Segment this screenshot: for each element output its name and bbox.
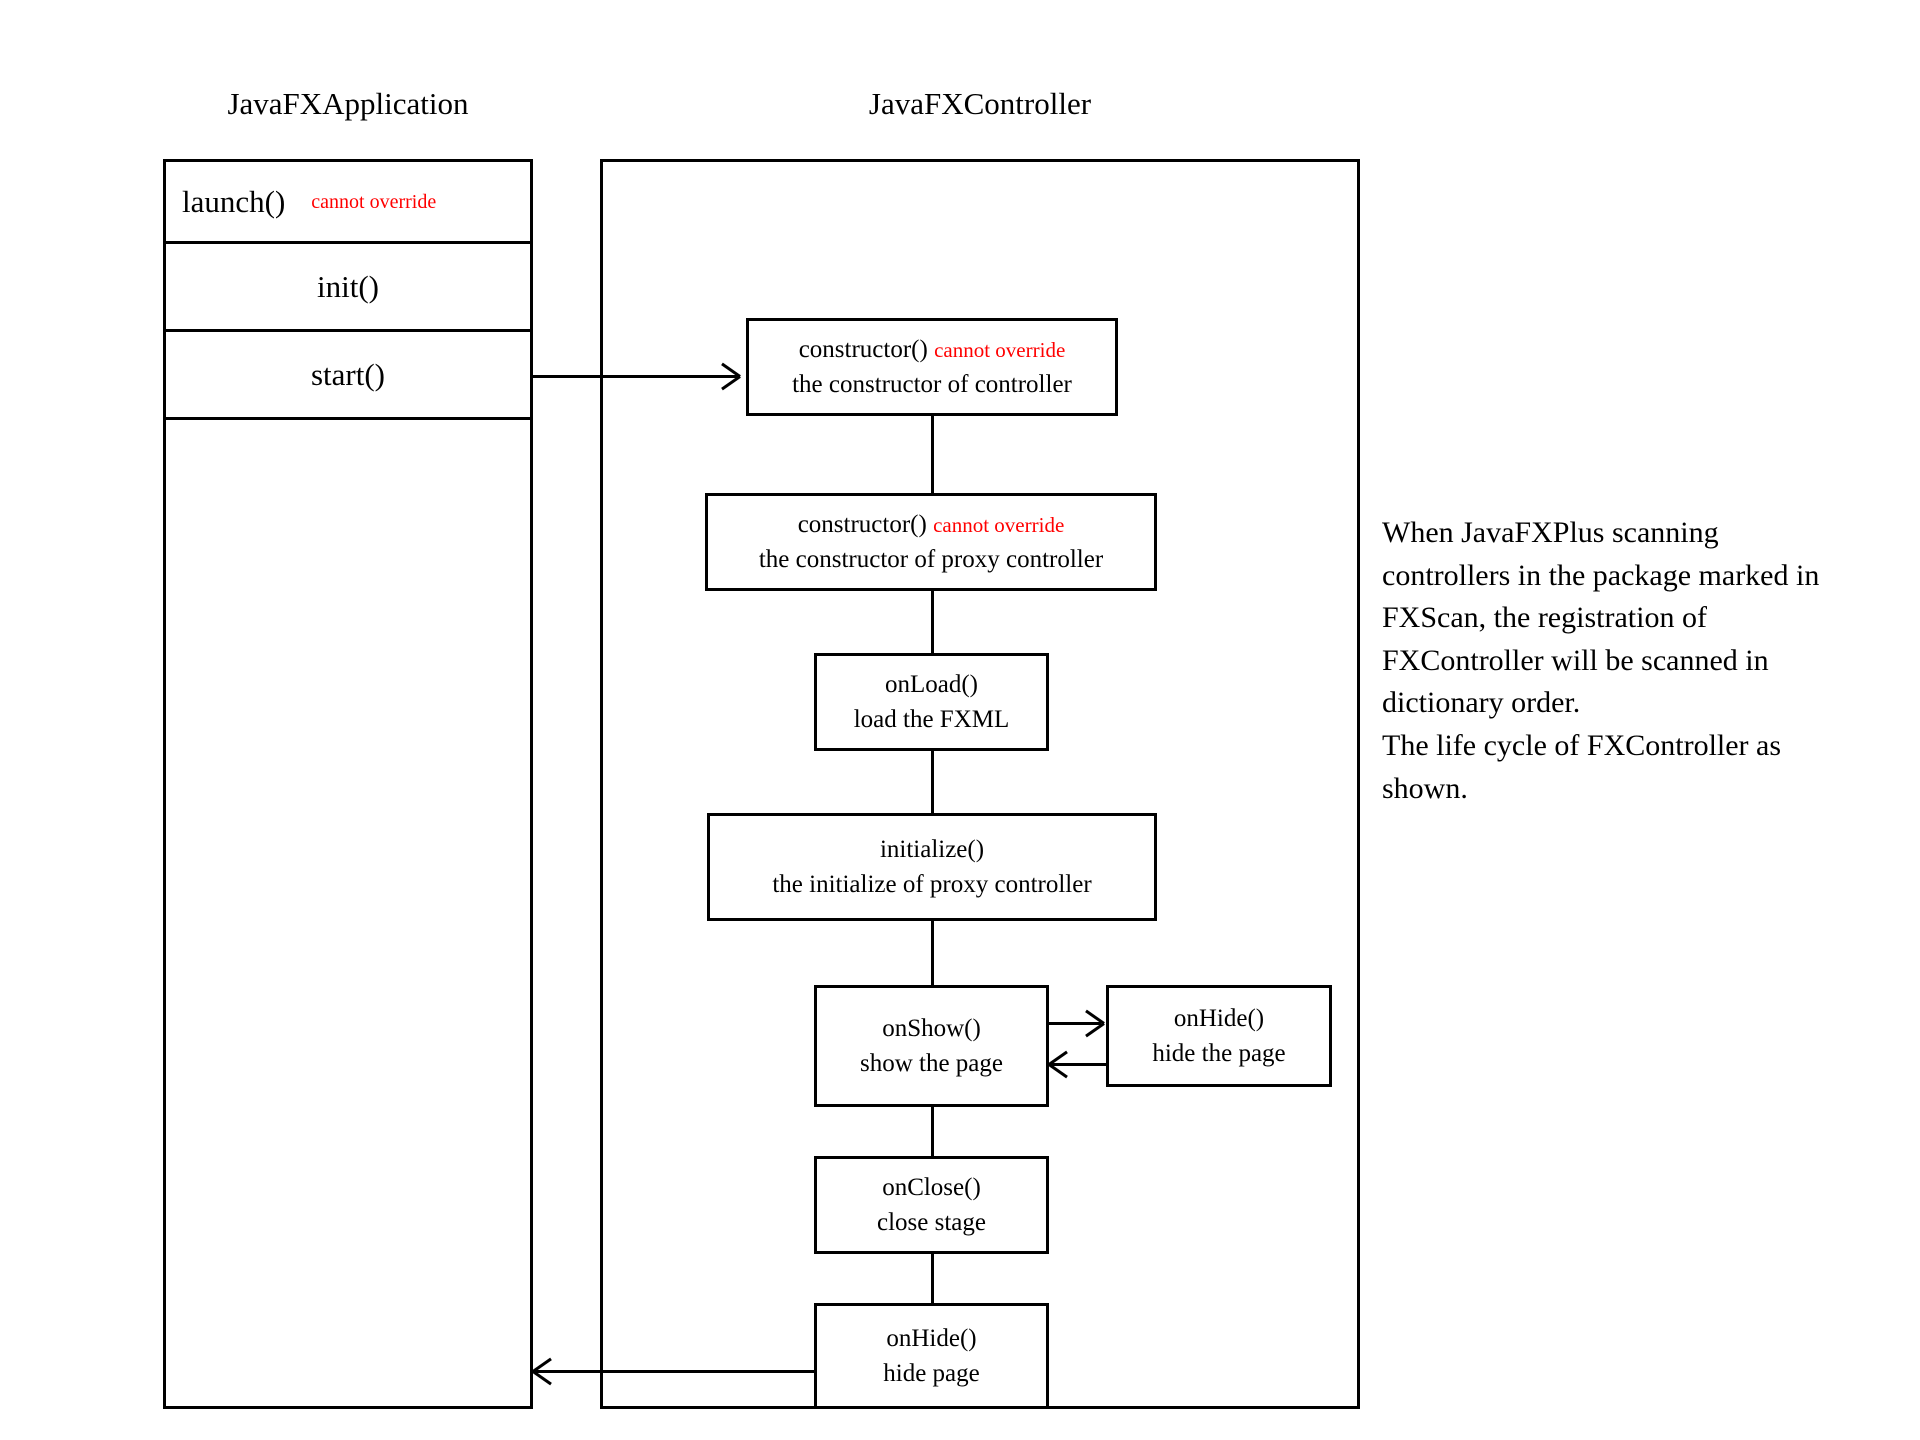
node-constructor-controller-method: constructor() (798, 335, 928, 363)
app-row-launch-label: launch() (182, 184, 286, 219)
node-onload: onLoad() load the FXML (814, 653, 1049, 751)
app-row-init-label: init() (317, 269, 379, 304)
node-onclose-line2: close stage (877, 1209, 986, 1236)
node-initialize-method: initialize() (879, 835, 985, 863)
side-note-paragraph-1: When JavaFXPlus scanning controllers in … (1382, 516, 1820, 720)
arrow-start-to-constructor (533, 375, 738, 378)
node-constructor-controller: constructor() cannot override the constr… (746, 318, 1118, 416)
arrow-onhide-to-onshow (1049, 1063, 1106, 1066)
node-constructor-proxy-line2: the constructor of proxy controller (758, 546, 1104, 573)
node-initialize-line1: initialize() (880, 832, 984, 868)
side-note: When JavaFXPlus scanning controllers in … (1382, 512, 1842, 810)
arrow-onhide-final-to-stop (533, 1370, 814, 1373)
node-onshow: onShow() show the page (814, 985, 1049, 1107)
node-onload-line2: load the FXML (853, 706, 1010, 733)
node-onhide-side: onHide() hide the page (1106, 985, 1332, 1087)
node-onclose-line1: onClose() (882, 1170, 981, 1206)
node-onshow-method: onShow() (882, 1014, 981, 1042)
node-constructor-proxy-controller: constructor() cannot override the constr… (705, 493, 1157, 591)
node-constructor-proxy-annotation: cannot override (933, 512, 1065, 537)
node-constructor-controller-line2: the constructor of controller (792, 371, 1072, 398)
arrow-initialize-to-onshow (931, 921, 934, 986)
node-onhide-side-line1: onHide() (1174, 1001, 1264, 1037)
arrow-onshow-to-onclose (931, 1107, 934, 1157)
node-onhide-final-line2: hide page (883, 1360, 980, 1387)
node-constructor-controller-annotation: cannot override (934, 337, 1066, 362)
node-constructor-controller-line1: constructor() cannot override (799, 332, 1066, 368)
node-onclose: onClose() close stage (814, 1156, 1049, 1254)
javafx-application-lifeline: launch() cannot override init() start() … (163, 159, 533, 1409)
app-row-init: init() (166, 244, 530, 332)
app-row-spacer (166, 420, 530, 1440)
arrow-onshow-to-onhide (1049, 1022, 1101, 1025)
node-onhide-final: onHide() hide page (814, 1303, 1049, 1409)
node-onclose-method: onClose() (882, 1173, 981, 1201)
app-row-launch: launch() cannot override (166, 162, 530, 244)
app-row-launch-annotation: cannot override (311, 190, 437, 213)
node-onhide-side-method: onHide() (1173, 1004, 1265, 1032)
title-javafx-controller: JavaFXController (868, 86, 1092, 121)
node-initialize-line2: the initialize of proxy controller (772, 871, 1092, 898)
arrow-onload-to-initialize (931, 751, 934, 814)
node-onload-line1: onLoad() (885, 667, 978, 703)
arrow-onclose-to-onhide-final (931, 1254, 934, 1304)
arrow-proxy-to-onload (931, 591, 934, 654)
node-constructor-proxy-method: constructor() (797, 510, 927, 538)
title-javafx-application: JavaFXApplication (227, 86, 469, 121)
node-onshow-line1: onShow() (882, 1011, 981, 1047)
node-onhide-final-method: onHide() (886, 1324, 977, 1352)
node-onhide-final-line1: onHide() (886, 1321, 976, 1357)
side-note-paragraph-2: The life cycle of FXController as shown. (1382, 728, 1782, 805)
node-onshow-line2: show the page (859, 1050, 1004, 1077)
app-row-start: start() (166, 332, 530, 420)
node-initialize: initialize() the initialize of proxy con… (707, 813, 1157, 921)
node-onhide-side-line2: hide the page (1152, 1040, 1286, 1067)
node-onload-method: onLoad() (884, 670, 979, 698)
app-row-start-label: start() (310, 357, 386, 392)
arrow-constructor-to-proxy (931, 416, 934, 494)
node-constructor-proxy-line1: constructor() cannot override (798, 507, 1065, 543)
